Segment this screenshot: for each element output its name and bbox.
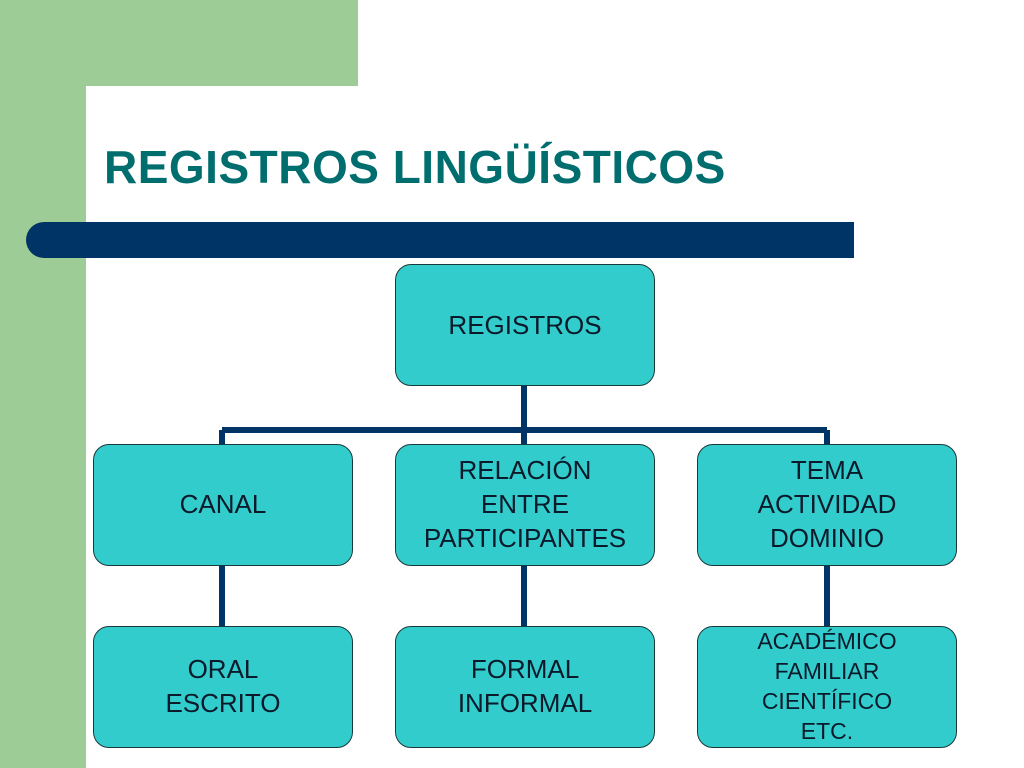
node-academico-label: ACADÉMICO FAMILIAR CIENTÍFICO ETC. — [757, 628, 897, 744]
node-formal-informal: FORMAL INFORMAL — [395, 626, 655, 748]
node-tema-actividad-dominio: TEMA ACTIVIDAD DOMINIO — [697, 444, 957, 566]
node-oral-label: ORAL ESCRITO — [165, 654, 281, 718]
node-relacion-entre-participantes: RELACIÓN ENTRE PARTICIPANTES — [395, 444, 655, 566]
title-underline-bar — [26, 222, 854, 258]
node-tema-label: TEMA ACTIVIDAD DOMINIO — [757, 455, 897, 553]
node-oral-escrito: ORAL ESCRITO — [93, 626, 353, 748]
node-canal-label: CANAL — [179, 489, 267, 520]
left-accent-strip — [0, 0, 86, 768]
root-node-registros: REGISTROS — [395, 264, 655, 386]
root-node-label: REGISTROS — [448, 309, 602, 340]
node-academico-familiar-cientifico: ACADÉMICO FAMILIAR CIENTÍFICO ETC. — [697, 626, 957, 748]
node-formal-label: FORMAL INFORMAL — [457, 654, 593, 718]
node-relacion-label: RELACIÓN ENTRE PARTICIPANTES — [423, 455, 627, 553]
slide-title: REGISTROS LINGÜÍSTICOS — [104, 141, 726, 193]
node-canal: CANAL — [93, 444, 353, 566]
top-accent-block — [0, 0, 358, 86]
